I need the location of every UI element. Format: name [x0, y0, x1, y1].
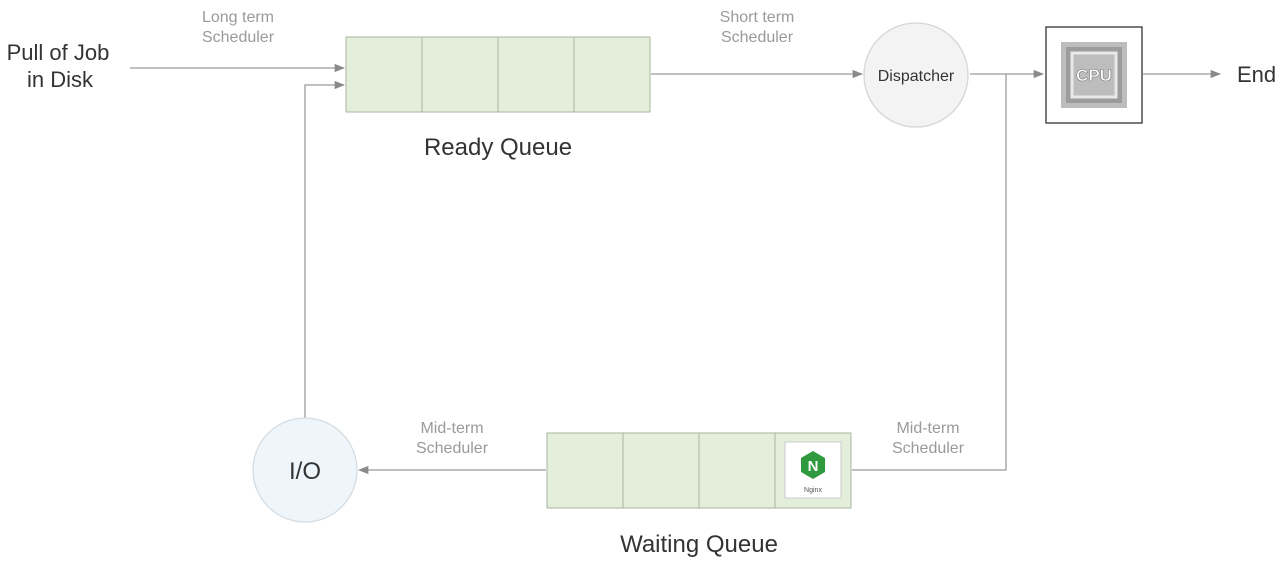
nginx-logo-letter: N — [808, 458, 819, 475]
waiting-queue-item: N Nginx — [784, 441, 842, 499]
long-term-scheduler-label: Long term Scheduler — [202, 9, 275, 46]
dispatcher-label: Dispatcher — [878, 68, 955, 85]
nginx-label: Nginx — [804, 487, 822, 494]
ready-queue: Ready Queue — [345, 36, 651, 161]
arrow-io-to-ready — [304, 80, 346, 418]
mid-term-right-line2: Scheduler — [892, 440, 965, 457]
short-term-line1: Short term — [720, 9, 795, 26]
short-term-scheduler-label: Short term Scheduler — [720, 9, 795, 46]
waiting-queue: N Nginx Waiting Queue — [546, 432, 852, 558]
cpu-label: CPU — [1076, 66, 1112, 85]
mid-term-right-line1: Mid-term — [896, 420, 959, 437]
mid-term-scheduler-right-label: Mid-term Scheduler — [892, 420, 965, 457]
io-label: I/O — [289, 458, 321, 485]
source-label-line1: Pull of Job — [7, 40, 110, 65]
short-term-line2: Scheduler — [721, 29, 794, 46]
long-term-line1: Long term — [202, 9, 274, 26]
mid-term-left-line2: Scheduler — [416, 440, 489, 457]
waiting-queue-title: Waiting Queue — [620, 531, 778, 558]
cpu-node: CPU — [1045, 26, 1143, 124]
io-node: I/O — [252, 417, 358, 523]
line-cpu-to-waiting — [852, 74, 1007, 471]
source-label: Pull of Job in Disk — [7, 40, 110, 92]
connectors — [130, 63, 1222, 475]
ready-queue-title: Ready Queue — [424, 134, 572, 161]
nginx-logo-icon: N — [801, 451, 825, 479]
cpu-chip-icon: CPU — [1061, 42, 1127, 108]
source-label-line2: in Disk — [27, 67, 94, 92]
dispatcher-node: Dispatcher — [863, 22, 969, 128]
end-label: End — [1237, 62, 1276, 87]
mid-term-scheduler-left-label: Mid-term Scheduler — [416, 420, 489, 457]
mid-term-left-line1: Mid-term — [420, 420, 483, 437]
long-term-line2: Scheduler — [202, 29, 275, 46]
